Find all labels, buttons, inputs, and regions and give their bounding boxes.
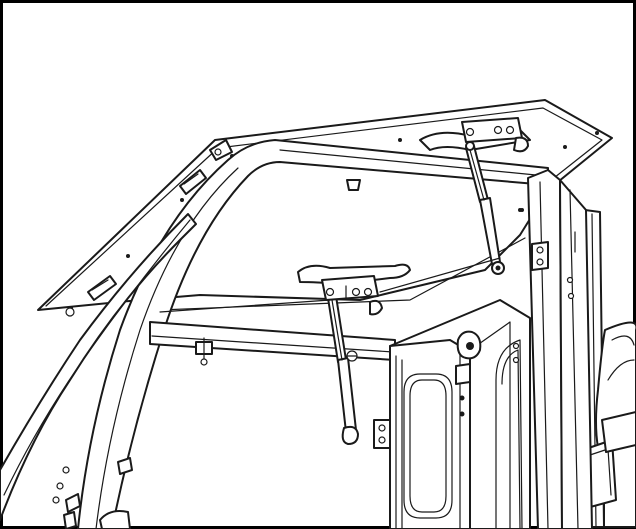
left-hinges xyxy=(65,139,233,317)
right-post xyxy=(520,169,593,529)
door-frame xyxy=(373,299,531,529)
lower-hinge-bracket xyxy=(297,263,411,316)
gas-strut-right xyxy=(465,141,505,275)
front-crossbar xyxy=(149,321,396,366)
rear-panel-lines xyxy=(159,257,501,313)
gas-strut-left xyxy=(327,295,359,445)
upper-hinge-bracket xyxy=(419,117,531,153)
roof-fastener xyxy=(346,179,361,191)
